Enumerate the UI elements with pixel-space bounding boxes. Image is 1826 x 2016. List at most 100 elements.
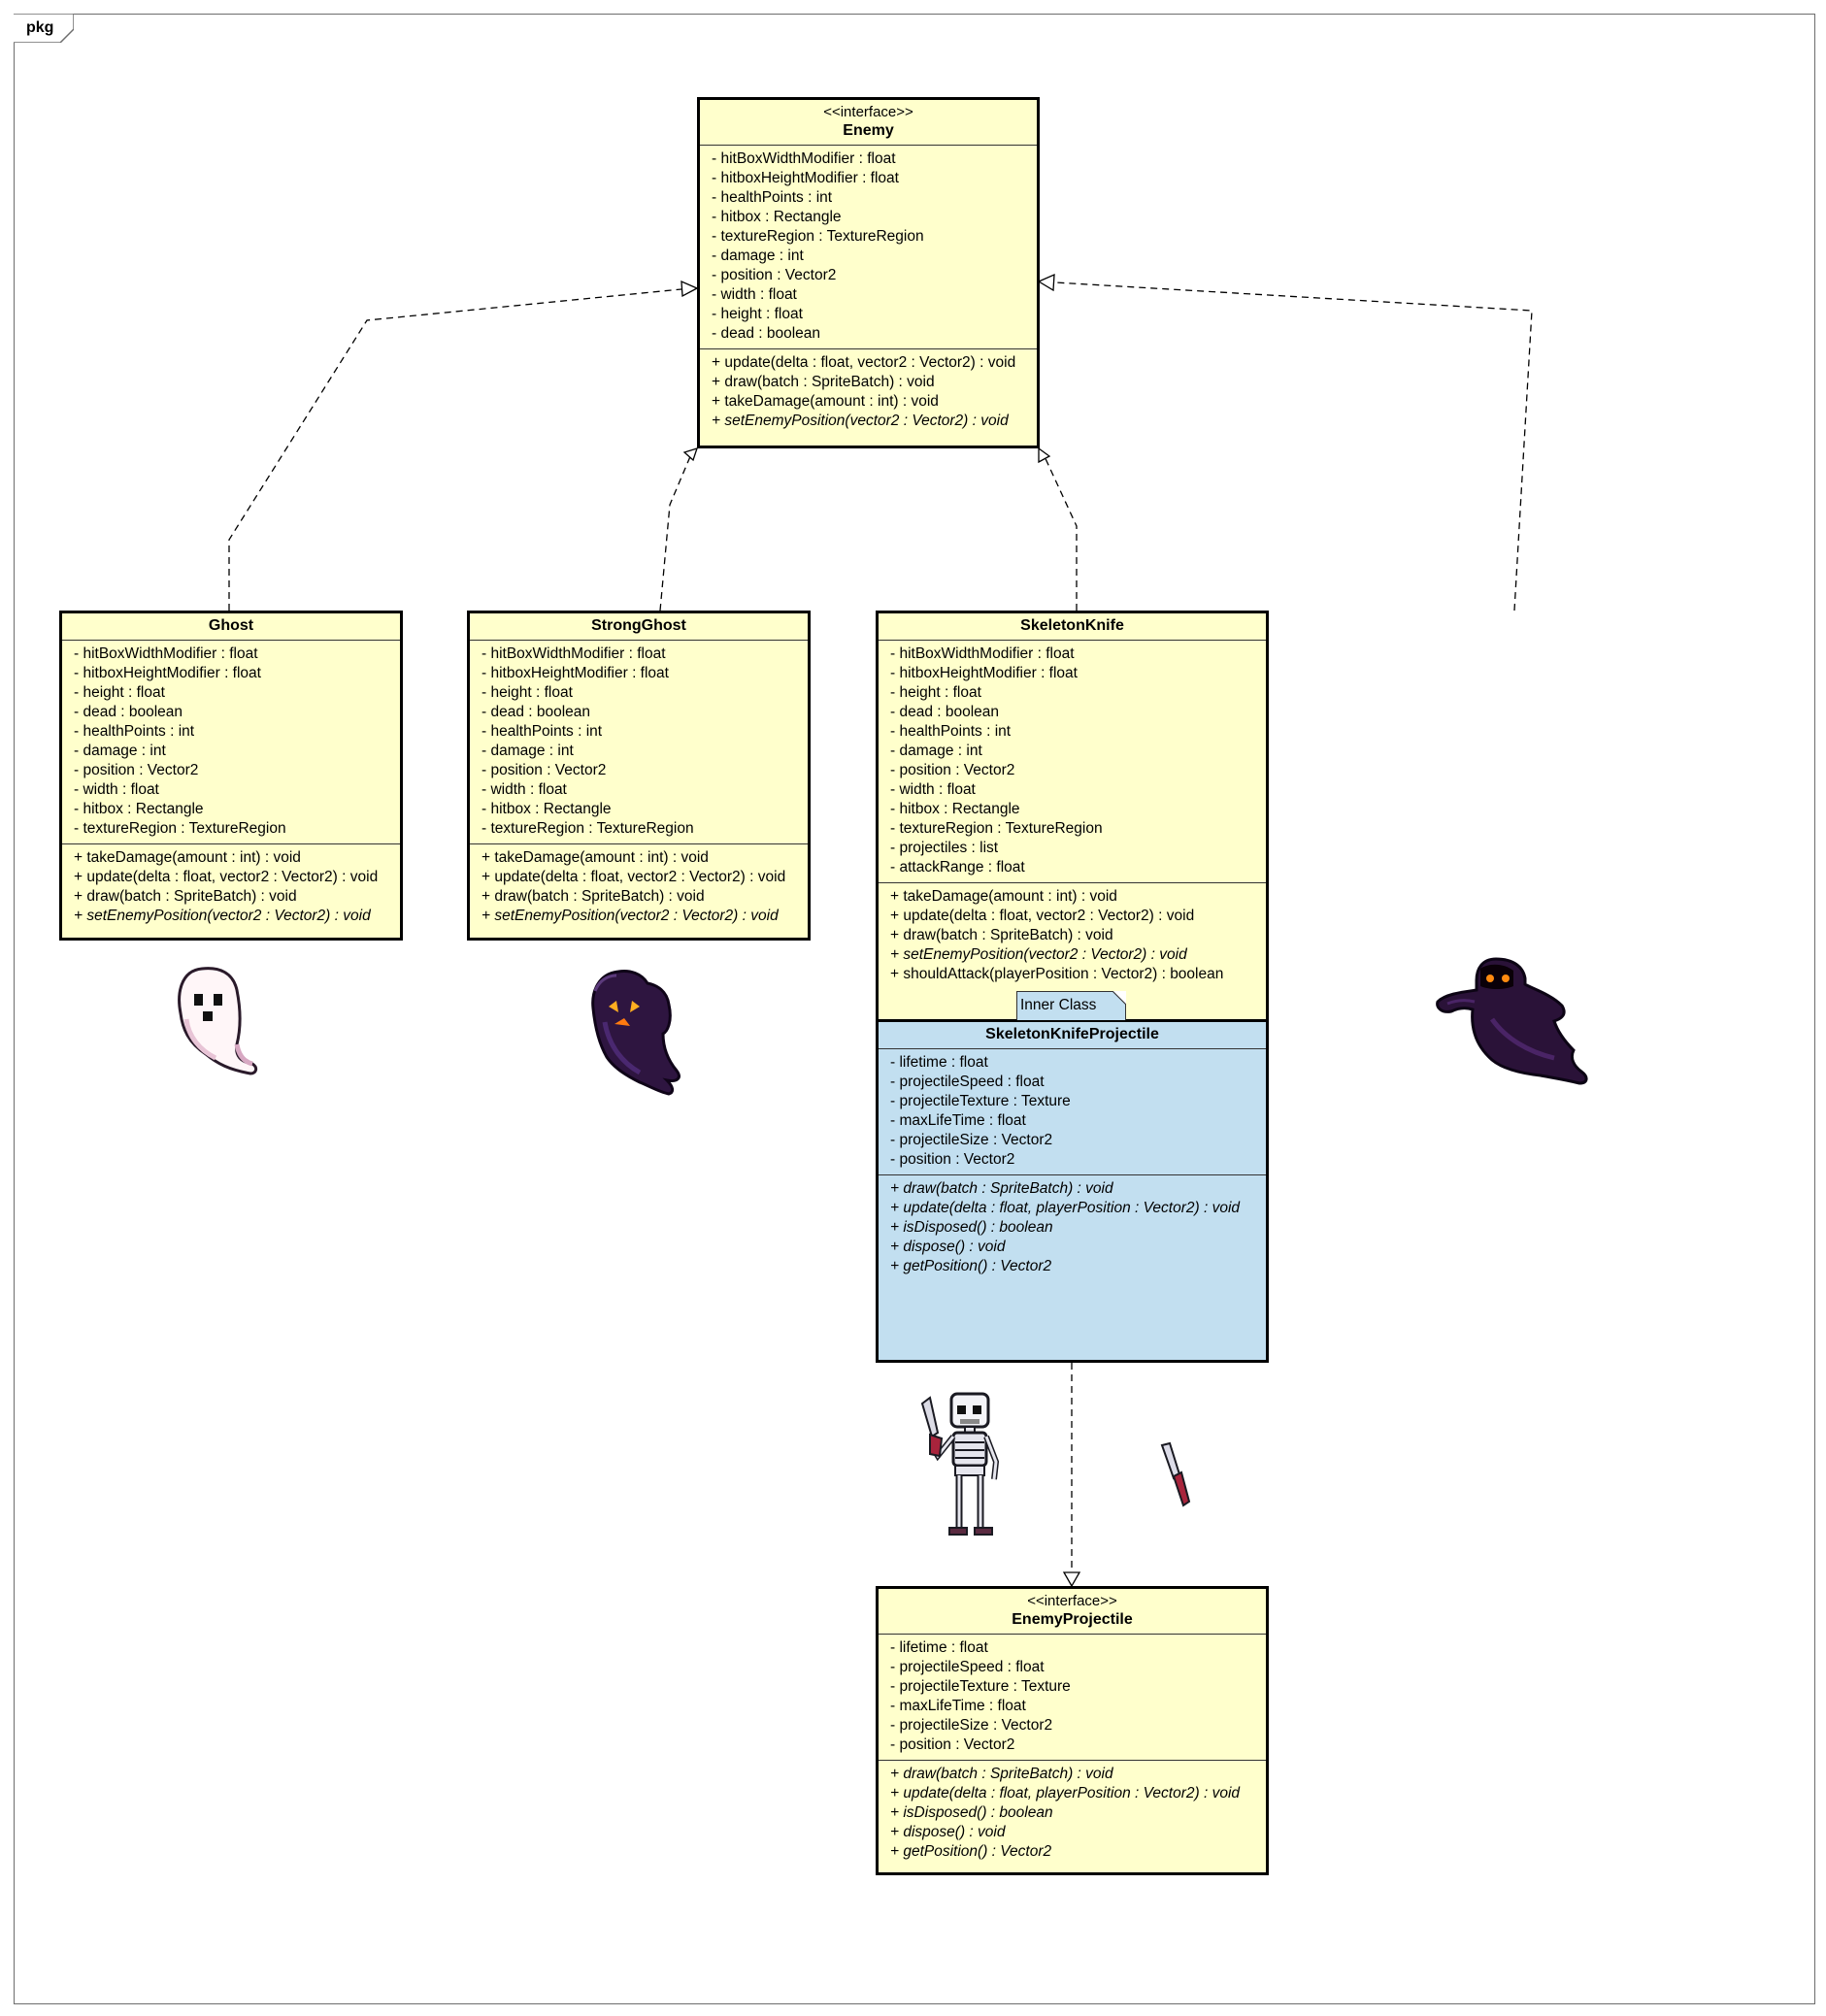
class-enemy[interactable]: <<interface>> Enemy - hitBoxWidthModifie… [697, 97, 1040, 448]
class-name: StrongGhost [591, 617, 686, 634]
attribute-row: - projectileSize : Vector2 [890, 1132, 1053, 1148]
class-ghost[interactable]: Ghost - hitBoxWidthModifier : float- hit… [59, 611, 403, 941]
attribute-row: - attackRange : float [890, 859, 1025, 876]
attribute-row: - projectileSize : Vector2 [890, 1717, 1053, 1734]
attributes-section: - hitBoxWidthModifier : float - hitboxHei… [62, 641, 400, 843]
operation-row: + isDisposed() : boolean [890, 1219, 1053, 1236]
class-header: StrongGhost [470, 613, 808, 641]
operation-row: + setEnemyPosition(vector2 : Vector2) : … [74, 908, 371, 924]
attribute-row: - hitbox : Rectangle [890, 801, 1020, 817]
attribute-row: - healthPoints : int [74, 723, 195, 740]
attribute-row: - width : float [712, 286, 797, 303]
attribute-row: - projectileTexture : Texture [890, 1678, 1071, 1695]
attributes-section: - lifetime : float - projectileSpeed : fl… [879, 1049, 1266, 1174]
attribute-row: - height : float [481, 684, 573, 701]
class-strongghost[interactable]: StrongGhost - hitBoxWidthModifier : floa… [467, 611, 811, 941]
operations-section: + update(delta : float, vector2 : Vector… [700, 348, 1037, 436]
attribute-row: - hitbox : Rectangle [712, 209, 842, 225]
class-enemyprojectile[interactable]: <<interface>> EnemyProjectile - lifetime… [876, 1586, 1269, 1875]
attribute-row: - healthPoints : int [890, 723, 1012, 740]
attribute-row: - dead : boolean [890, 704, 1000, 720]
attribute-row: - position : Vector2 [74, 762, 199, 778]
operation-row: + update(delta : float, playerPosition :… [890, 1785, 1241, 1801]
attribute-row: - healthPoints : int [481, 723, 603, 740]
attribute-row: - projectiles : list [890, 840, 999, 856]
arrowhead-enemyprojectile [1062, 1571, 1081, 1588]
skeleton-sprite [920, 1392, 1000, 1536]
package-frame [14, 14, 1815, 2004]
realization-strongghost-enemy [659, 453, 692, 611]
class-header: <<interface>> EnemyProjectile [879, 1589, 1266, 1635]
class-header: Ghost [62, 613, 400, 641]
arrowhead-ghost [681, 280, 699, 298]
attribute-row: - hitbox : Rectangle [481, 801, 612, 817]
realization-wraith-enemy [1038, 281, 1533, 611]
package-label: pkg [26, 19, 54, 36]
operation-row: + draw(batch : SpriteBatch) : void [890, 1180, 1113, 1197]
operation-row: + update(delta : float, vector2 : Vector… [890, 908, 1195, 924]
attribute-row: - position : Vector2 [890, 762, 1015, 778]
attribute-row: - height : float [890, 684, 981, 701]
attribute-row: - hitboxHeightModifier : float [74, 665, 261, 681]
attribute-row: - width : float [74, 781, 159, 798]
operation-row: + draw(batch : SpriteBatch) : void [74, 888, 297, 905]
attribute-row: - position : Vector2 [890, 1736, 1015, 1753]
class-skeletonknife[interactable]: SkeletonKnife - hitBoxWidthModifier : fl… [876, 611, 1269, 1022]
ghost-sprite [178, 967, 258, 1075]
operation-row: + draw(batch : SpriteBatch) : void [890, 927, 1113, 943]
operation-row: + setEnemyPosition(vector2 : Vector2) : … [481, 908, 779, 924]
operations-section: + draw(batch : SpriteBatch) : void+ upda… [879, 1760, 1266, 1867]
attribute-row: - damage : int [712, 248, 804, 264]
attribute-row: - projectileSpeed : float [890, 1074, 1045, 1090]
arrowhead-wraith [1037, 273, 1055, 292]
operation-row: + getPosition() : Vector2 [890, 1843, 1052, 1860]
inner-class-note: Inner Class [1016, 991, 1126, 1020]
attribute-row: - position : Vector2 [890, 1151, 1015, 1168]
attributes-section: - hitBoxWidthModifier : float- hitboxHei… [879, 641, 1266, 882]
attributes-section: - hitBoxWidthModifier : float - hitboxHei… [700, 146, 1037, 348]
note-fold [1112, 991, 1126, 1005]
operation-row: + update(delta : float, vector2 : Vector… [712, 354, 1016, 371]
class-name: SkeletonKnifeProjectile [985, 1026, 1159, 1042]
attribute-row: - width : float [481, 781, 567, 798]
attribute-row: - lifetime : float [890, 1639, 988, 1656]
operation-row: + update(delta : float, vector2 : Vector… [481, 869, 786, 885]
operations-section: + takeDamage(amount : int) : void+ updat… [62, 843, 400, 931]
operations-section: + takeDamage(amount : int) : void+ updat… [470, 843, 808, 931]
operation-row: + shouldAttack(playerPosition : Vector2)… [890, 966, 1224, 982]
attribute-row: - textureRegion : TextureRegion [712, 228, 924, 245]
attribute-row: - damage : int [481, 743, 574, 759]
attribute-row: - projectileSpeed : float [890, 1659, 1045, 1675]
attribute-row: - healthPoints : int [712, 189, 833, 206]
attribute-row: - maxLifeTime : float [890, 1698, 1026, 1714]
realization-skeletonknife-enemy [1042, 451, 1078, 611]
attribute-row: - hitboxHeightModifier : float [712, 170, 899, 186]
operation-row: + dispose() : void [890, 1239, 1006, 1255]
arrowhead-strongghost [682, 447, 699, 462]
attribute-row: - damage : int [890, 743, 982, 759]
attributes-section: - lifetime : float - projectileSpeed : fl… [879, 1635, 1266, 1760]
attribute-row: - hitBoxWidthModifier : float [74, 645, 258, 662]
attribute-row: - hitBoxWidthModifier : float [481, 645, 666, 662]
operation-row: + takeDamage(amount : int) : void [74, 849, 301, 866]
class-name: Enemy [843, 122, 894, 139]
operation-row: + update(delta : float, playerPosition :… [890, 1200, 1241, 1216]
attribute-row: - width : float [890, 781, 976, 798]
attribute-row: - dead : boolean [712, 325, 821, 342]
class-name: SkeletonKnife [1020, 617, 1124, 634]
class-skeletonknifeprojectile[interactable]: SkeletonKnifeProjectile - lifetime : flo… [876, 1019, 1269, 1363]
attribute-row: - hitboxHeightModifier : float [890, 665, 1078, 681]
arrowhead-skeletonknife [1038, 446, 1051, 464]
class-header: SkeletonKnife [879, 613, 1266, 641]
attribute-row: - lifetime : float [890, 1054, 988, 1071]
operation-row: + setEnemyPosition(vector2 : Vector2) : … [712, 413, 1009, 429]
attribute-row: - dead : boolean [481, 704, 591, 720]
operations-section: + takeDamage(amount : int) : void+ updat… [879, 882, 1266, 989]
attribute-row: - height : float [712, 306, 803, 322]
attribute-row: - position : Vector2 [481, 762, 607, 778]
operation-row: + draw(batch : SpriteBatch) : void [481, 888, 705, 905]
attribute-row: - hitBoxWidthModifier : float [712, 150, 896, 167]
note-label: Inner Class [1020, 997, 1097, 1013]
realization-ghost-enemy [228, 287, 692, 611]
operation-row: + setEnemyPosition(vector2 : Vector2) : … [890, 946, 1187, 963]
